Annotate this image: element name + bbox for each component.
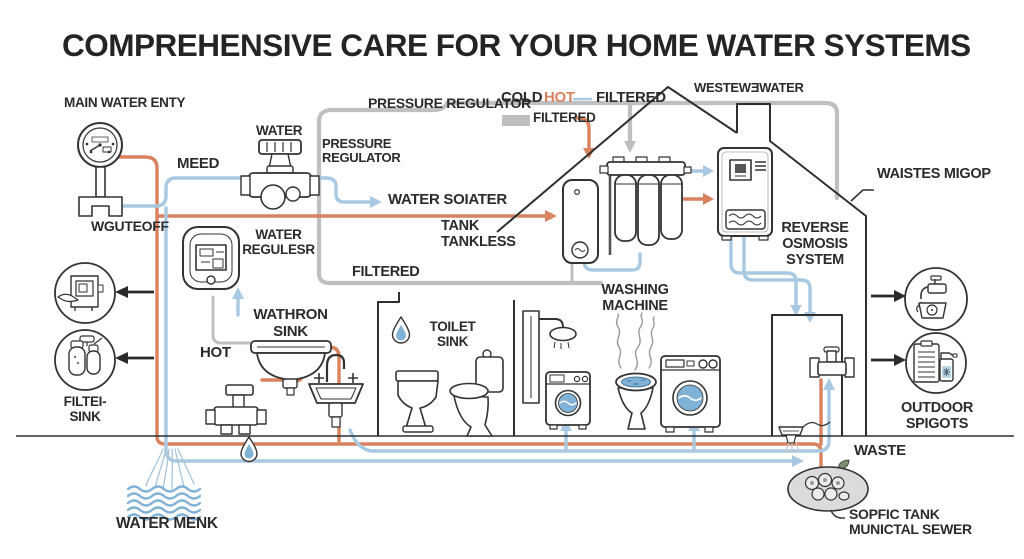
- label-filter-sink: FILTEI- SINK: [63, 394, 107, 424]
- water-meter-icon: [77, 122, 123, 217]
- legend-pressure-regulator: PRESSURE REGULATOR: [368, 95, 531, 111]
- label-water-valve: WATER: [256, 123, 303, 138]
- water-heater-icon: [562, 179, 599, 264]
- legend-hot: HOT: [544, 89, 575, 106]
- legend-cold: COLD: [501, 89, 543, 106]
- label-wastewater-vent: WESTEWƎWATER: [694, 80, 804, 95]
- cold-arrow-icon: [703, 165, 714, 177]
- hose-valve-icon: [205, 384, 267, 463]
- washer-small-icon: [545, 371, 591, 430]
- label-septic-tank: SOPFIC TANK MUNICTAL SEWER: [849, 506, 972, 538]
- cold-arrow-up-icon: [232, 287, 244, 299]
- pressure-regulator-valve-icon: [240, 139, 320, 210]
- label-water-regulator: WATER REGULESR: [242, 227, 315, 257]
- hot-arrow-icon: [703, 193, 714, 205]
- label-pressure-regulator-device: PRESSURE REGULATOR: [322, 136, 401, 166]
- cold-arrow-down-icon: [804, 312, 816, 323]
- appliance-circle-icon: [54, 262, 116, 324]
- label-washing-machine: WASHING MACHINE: [601, 282, 669, 314]
- label-waste-stack: WAISTES MIGOP: [877, 166, 991, 182]
- utility-basin-icon: [778, 421, 831, 454]
- ro-filter-icon: [599, 156, 692, 246]
- cold-arrow-down-icon: [790, 305, 802, 316]
- label-toilet-sink: TOILET SINK: [429, 319, 476, 349]
- tankless-heater-icon: [717, 147, 773, 241]
- label-filtered-loop: FILTERED: [352, 264, 420, 280]
- label-main-water-entry: MAIN WATER ENTY: [64, 95, 186, 110]
- water-drop-icon: [391, 316, 411, 344]
- hot-arrow-icon: [545, 210, 557, 222]
- washer-large-icon: [660, 355, 721, 433]
- legend-filtered: FILTERED: [596, 89, 666, 106]
- water-main-icon: [126, 448, 202, 521]
- toilet-icon: [395, 370, 439, 433]
- septic-tank-icon: [787, 459, 869, 519]
- filtered-arrow-down-icon: [624, 141, 636, 153]
- shutoff-bracket-icon: [78, 196, 123, 217]
- house-outline: [16, 86, 1014, 437]
- toilet-tank-icon: [449, 349, 504, 437]
- label-water-main: WATER MENK: [116, 515, 218, 532]
- cold-arrow-icon: [370, 196, 382, 208]
- legend-graphics: [502, 97, 593, 126]
- label-bathroom-sink: WATHRON SINK: [253, 306, 328, 340]
- water-softener-icon: [182, 226, 240, 290]
- cold-arrow-icon: [792, 455, 804, 467]
- wall-valve-icon: [809, 346, 855, 378]
- label-water-softener-line: WATER SOIATER: [388, 191, 507, 208]
- basin-sink-icon: [250, 340, 332, 396]
- label-tank-tankless: TANK TANKLESS: [441, 218, 516, 250]
- label-meter: MEED: [177, 155, 220, 172]
- filtered-pipes: [211, 100, 840, 345]
- shower-icon: [522, 310, 577, 404]
- label-outdoor-spigots: OUTDOOR SPIGOTS: [901, 400, 974, 432]
- label-waste: WASTE: [854, 442, 906, 459]
- label-shutoff: WGUTEOFF: [91, 218, 169, 234]
- filtered-swatch: [502, 115, 530, 126]
- direction-arrows: [115, 286, 906, 366]
- label-hot: HOT: [200, 344, 231, 361]
- supplies-circle-icon: [905, 332, 967, 394]
- page-title: COMPREHENSIVE CARE FOR YOUR HOME WATER S…: [62, 27, 971, 63]
- label-reverse-osmosis: REVERSE OSMOSIS SYSTEM: [781, 220, 849, 268]
- pedestal-sink-icon: [308, 353, 364, 428]
- outdoor-spigot-circle-icon: [904, 267, 968, 331]
- steaming-toilet-icon: [615, 312, 657, 430]
- cold-arrow-up-icon: [823, 378, 835, 390]
- legend-filtered-swatch-label: FILTERED: [533, 110, 596, 125]
- filter-cartridges-circle-icon: [54, 329, 116, 391]
